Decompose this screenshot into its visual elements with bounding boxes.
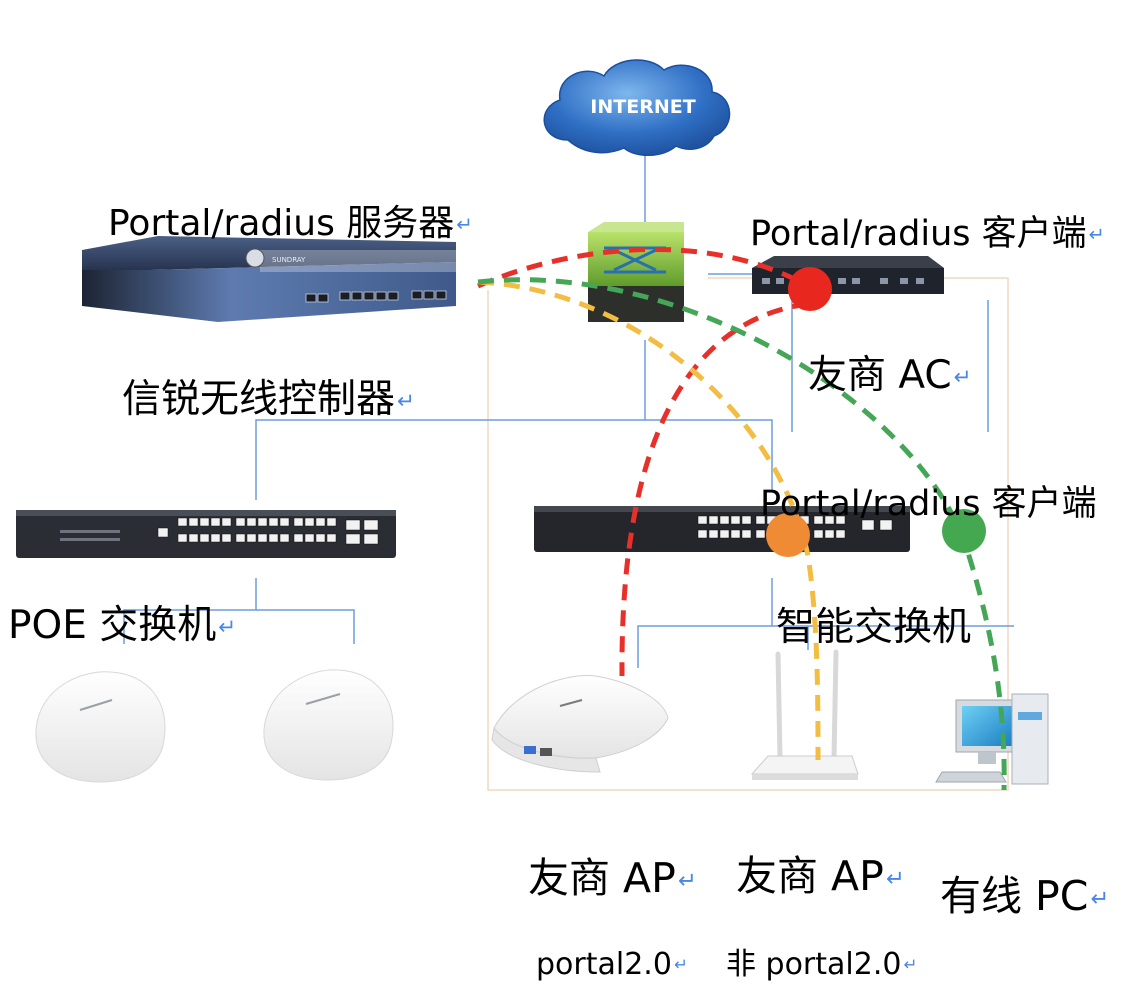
link-poe-to-aps xyxy=(123,578,257,644)
label-non-portal20: 非 portal2.0↵ xyxy=(726,950,917,980)
label-portal-client-mid-text: Portal/radius 客户端 xyxy=(760,484,1097,524)
return-mark-icon: ↵ xyxy=(1090,885,1110,912)
link-poe-to-ap2 xyxy=(256,609,355,644)
label-sundray-controller: 信锐无线控制器↵ xyxy=(122,380,415,419)
router-base xyxy=(752,774,858,780)
label-portal-client-top-text: Portal/radius 客户端 xyxy=(750,214,1087,254)
router-antenna-left xyxy=(775,651,783,761)
label-portal-server-text: Portal/radius 服务器 xyxy=(108,203,455,244)
label-poe-switch: POE 交换机↵ xyxy=(8,606,236,645)
return-mark-icon: ↵ xyxy=(885,865,905,892)
partner-ac-device xyxy=(752,256,944,294)
return-mark-icon: ↵ xyxy=(1088,223,1105,247)
ap2-body xyxy=(263,669,394,781)
ac-ports xyxy=(762,278,924,284)
label-portal-client-top: Portal/radius 客户端↵ xyxy=(750,217,1105,252)
label-partner-ap-1-text: 友商 AP xyxy=(528,854,676,902)
link-core-to-smartswitch xyxy=(645,419,773,490)
partner-ap-side xyxy=(491,726,601,773)
pc-monitor-stand xyxy=(978,752,996,764)
path-green-server-pc xyxy=(477,277,1007,791)
cloud-text: INTERNET xyxy=(590,96,695,118)
label-partner-ap-2: 友商 AP↵ xyxy=(736,856,905,897)
server-brand-text: SUNDRAY xyxy=(272,256,306,264)
link-smartswitch-to-ap xyxy=(637,625,1014,668)
label-partner-ac: 友商 AC↵ xyxy=(808,356,972,395)
status-dots xyxy=(766,267,986,557)
label-smart-switch-text: 智能交换机 xyxy=(776,605,972,650)
auth-paths xyxy=(476,247,1007,791)
label-poe-switch-text: POE 交换机 xyxy=(8,603,217,648)
label-partner-ac-text: 友商 AC xyxy=(808,353,952,398)
partner-ap-logo xyxy=(559,699,583,707)
poe-switch-shine xyxy=(16,510,396,516)
ap2-logo xyxy=(305,693,341,705)
connection-lines xyxy=(123,148,1014,668)
return-mark-icon: ↵ xyxy=(953,364,972,390)
dot-red-ac-client xyxy=(788,267,832,311)
server-top xyxy=(82,236,456,270)
ac-top xyxy=(752,256,944,268)
label-portal20-text: portal2.0 xyxy=(536,947,672,982)
router-body xyxy=(750,755,859,775)
label-partner-ap-1: 友商 AP↵ xyxy=(528,858,697,899)
label-wired-pc-text: 有线 PC xyxy=(940,872,1089,920)
return-mark-icon: ↵ xyxy=(456,213,473,237)
poe-switch-ports xyxy=(157,517,379,545)
path-red-ac-ap xyxy=(619,301,809,677)
return-mark-icon: ↵ xyxy=(673,955,688,975)
label-smart-switch: 智能交换机 xyxy=(776,608,971,647)
wired-pc xyxy=(935,693,1049,785)
dot-orange-switch-client xyxy=(766,513,810,557)
server-front xyxy=(82,262,456,322)
return-mark-icon: ↵ xyxy=(677,867,697,894)
ap1-logo xyxy=(79,699,113,711)
pc-tower xyxy=(1011,693,1049,785)
pc-keyboard xyxy=(935,771,1007,783)
ap1-body xyxy=(35,671,166,783)
partner-ap-port-2 xyxy=(540,748,552,756)
return-mark-icon: ↵ xyxy=(397,388,415,414)
internet-cloud: INTERNET xyxy=(543,59,731,156)
sundray-ap-1 xyxy=(35,671,166,783)
link-controller-to-poe xyxy=(255,419,645,500)
partner-ap-ceiling xyxy=(491,674,669,773)
dot-green-switch-client xyxy=(942,509,986,553)
label-partner-ap-2-text: 友商 AP xyxy=(736,852,884,900)
partner-ap-port-1 xyxy=(524,746,536,754)
poe-switch-device xyxy=(16,510,396,558)
core-switch-device xyxy=(588,222,684,322)
path-red-server-ac xyxy=(476,247,810,289)
label-portal20: portal2.0↵ xyxy=(536,950,688,980)
label-sundray-controller-text: 信锐无线控制器 xyxy=(122,377,396,422)
smart-switch-shine xyxy=(534,506,910,512)
poe-switch-leds xyxy=(60,530,120,541)
pc-tower-slot xyxy=(1018,712,1042,720)
server-panel xyxy=(260,250,456,272)
path-yellow-server-router xyxy=(477,279,821,761)
return-mark-icon: ↵ xyxy=(218,614,237,640)
server-logo xyxy=(245,248,265,268)
label-non-portal20-text: 非 portal2.0 xyxy=(726,947,902,982)
label-portal-server: Portal/radius 服务器↵ xyxy=(108,206,473,242)
server-ports xyxy=(305,290,447,303)
router-antenna-right xyxy=(831,649,839,761)
portal-radius-server-device: SUNDRAY xyxy=(82,236,456,322)
label-portal-client-mid: Portal/radius 客户端 xyxy=(760,487,1097,522)
cloud-shape xyxy=(543,59,731,156)
label-wired-pc: 有线 PC↵ xyxy=(940,876,1109,917)
sundray-ap-2 xyxy=(263,669,394,781)
wireless-router xyxy=(750,649,859,780)
return-mark-icon: ↵ xyxy=(903,955,918,975)
